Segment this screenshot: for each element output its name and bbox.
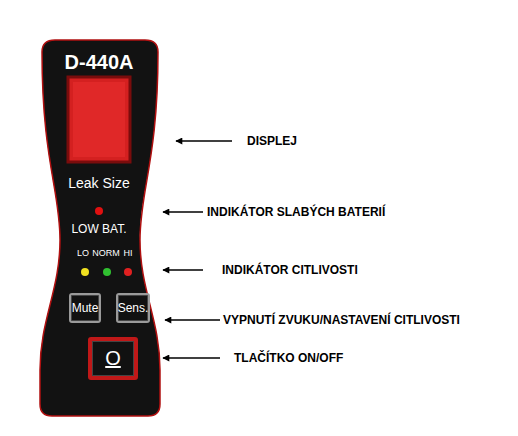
led-label: LOW BAT. xyxy=(71,222,126,236)
callout-label: DISPLEJ xyxy=(247,134,297,148)
button-label: O xyxy=(105,347,121,370)
device-body: D-440A Leak SizeLOW BAT. LONORM HI Mute Sens.… xyxy=(40,40,160,416)
leader-arrow xyxy=(163,357,220,359)
button-label: Sens. xyxy=(118,301,149,315)
led-label: HI xyxy=(124,248,133,258)
callout-label: INDIKÁTOR CITLIVOSTI xyxy=(222,263,358,277)
leader-arrow xyxy=(176,140,232,142)
led-label: NORM xyxy=(92,248,120,258)
mute-button: Mute xyxy=(69,293,101,323)
model-name: D-440A xyxy=(65,51,134,74)
sensitivity-button: Sens. xyxy=(116,293,150,323)
body-outline xyxy=(40,40,160,416)
button-label: Mute xyxy=(72,301,99,315)
callout-label: VYPNUTÍ ZVUKU/NASTAVENÍ CITLIVOSTI xyxy=(223,313,460,327)
leader-arrow xyxy=(163,211,203,213)
power-button: O xyxy=(88,337,138,380)
callout-label: INDIKÁTOR SLABÝCH BATERIÍ xyxy=(207,205,385,219)
display-label: Leak Size xyxy=(68,175,129,191)
leader-arrow xyxy=(163,269,203,271)
callout-label: TLAČÍTKO ON/OFF xyxy=(234,351,343,365)
leader-arrow xyxy=(165,319,220,321)
led-label: LO xyxy=(77,248,89,258)
